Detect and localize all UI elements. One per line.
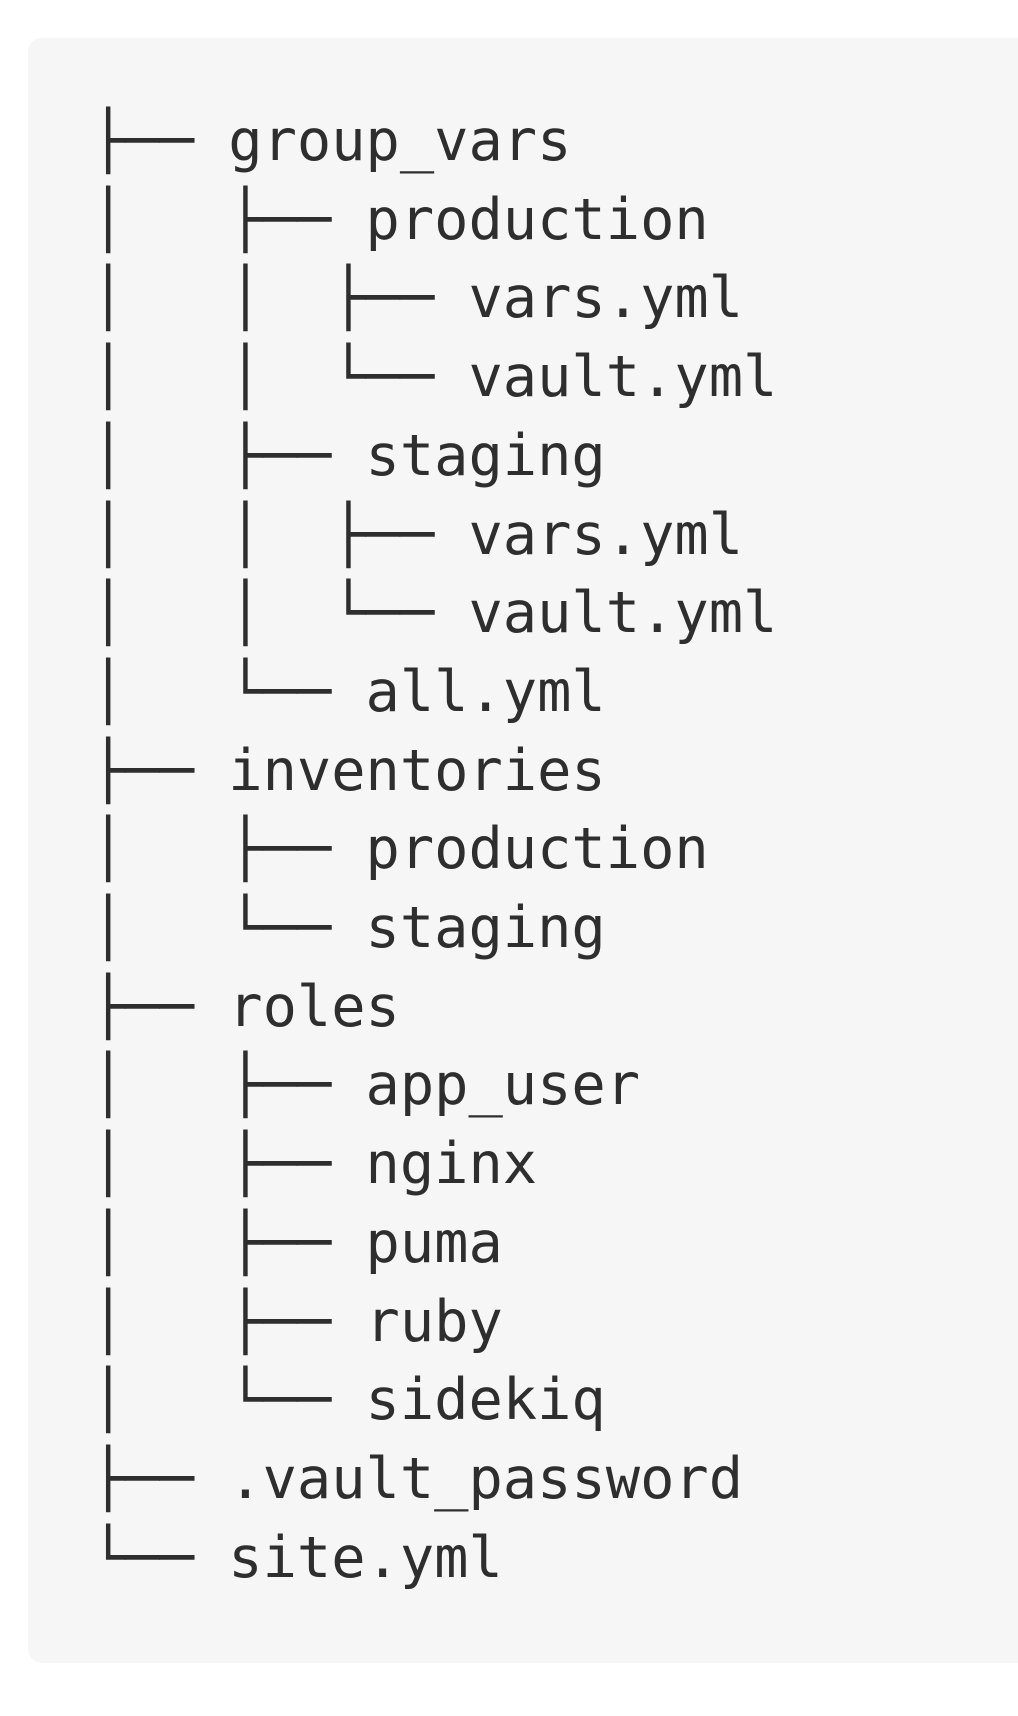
directory-tree: ├── group_vars │ ├── production │ │ ├── …	[91, 108, 778, 1591]
code-block: ├── group_vars │ ├── production │ │ ├── …	[28, 38, 1018, 1663]
